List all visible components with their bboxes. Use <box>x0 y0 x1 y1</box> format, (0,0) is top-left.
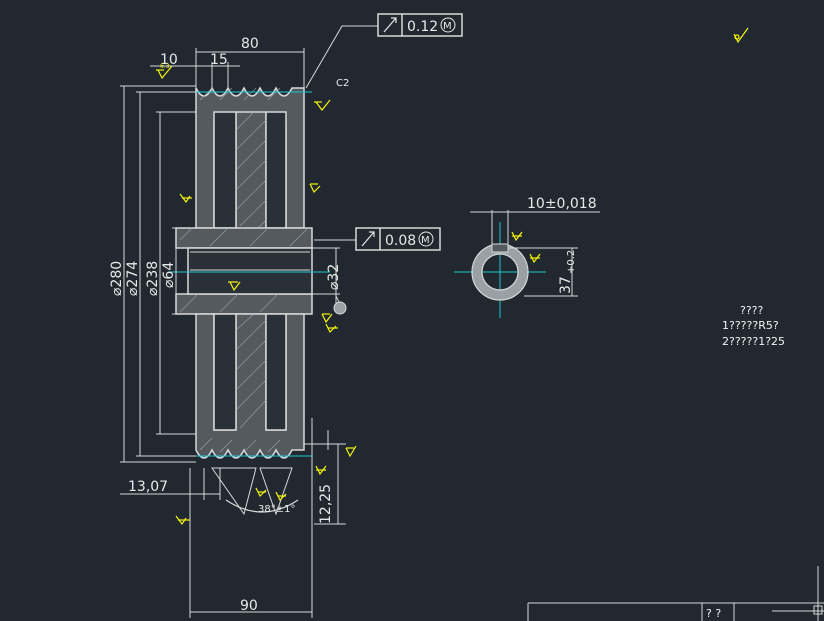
circular-runout-icon <box>383 17 397 33</box>
roughness-icon-left-mid <box>179 193 192 204</box>
title-block-cell: ? ? <box>706 607 721 620</box>
roughness-marks: 6.3 <box>156 27 749 526</box>
dim-groove-12: 12,25 <box>318 484 334 524</box>
upper-web-hatch <box>199 87 281 229</box>
datum-symbol <box>333 295 347 315</box>
keyway-side-view[interactable]: 10±0,018 37 +0.2 <box>454 196 600 318</box>
roughness-icon-bottom-left <box>175 515 190 526</box>
roughness-icon-groove-a <box>255 487 267 498</box>
dim-width-10: 10 <box>160 52 178 68</box>
dim-dia-32: ⌀32 <box>326 264 342 290</box>
roughness-icon-hub-right <box>325 323 338 334</box>
tolerance-modifier-hub: M <box>421 235 430 246</box>
dim-chamfer: C2 <box>336 78 349 89</box>
hub <box>175 227 313 315</box>
tolerance-modifier-top: M <box>443 21 452 32</box>
roughness-icon-bottom-right <box>345 445 357 458</box>
svg-text:6.3: 6.3 <box>160 63 170 70</box>
lower-rim <box>195 313 305 459</box>
dim-groove-13: 13,07 <box>128 479 168 495</box>
dim-angle: 38°±1° <box>258 504 295 515</box>
technical-notes: ???? 1?????R5? 2?????1?25 <box>722 304 785 348</box>
keyway-width-dim: 10±0,018 <box>527 196 597 212</box>
roughness-icon-right-top <box>309 183 321 194</box>
tolerance-frame-top[interactable]: 0.12 M <box>377 13 463 37</box>
dim-dia-280: ⌀280 <box>109 261 125 296</box>
roughness-icon-groove-b <box>275 491 287 502</box>
roughness-icon-mid <box>228 281 241 292</box>
dim-width-90: 90 <box>240 598 258 614</box>
centerlines <box>168 91 330 457</box>
dim-dia-238: ⌀238 <box>145 261 161 296</box>
dim-width-15: 15 <box>210 52 228 68</box>
roughness-icon-keyway-b <box>529 253 541 264</box>
pulley-section-view[interactable] <box>168 86 330 516</box>
notes-line-2: 2?????1?25 <box>722 335 785 348</box>
dim-width-80: 80 <box>241 36 259 52</box>
dim-dia-64: ⌀64 <box>161 262 177 288</box>
groove-angle-lines <box>211 467 293 516</box>
keyway-depth-tol: +0.2 <box>566 250 577 274</box>
tolerance-value-hub: 0.08 <box>385 233 416 249</box>
roughness-icon-bottom-mid <box>315 465 327 476</box>
dim-dia-274: ⌀274 <box>125 261 141 296</box>
lower-web-hatch <box>179 227 309 453</box>
tolerance-value-top: 0.12 <box>407 19 438 35</box>
notes-title: ???? <box>740 304 764 317</box>
keyway-depth-dim: 37 <box>558 276 574 294</box>
roughness-icon-top-left: 6.3 <box>156 63 173 80</box>
roughness-icon-corner <box>733 27 749 44</box>
dimension-lines <box>120 25 378 618</box>
title-block[interactable] <box>527 566 824 621</box>
angle-arc <box>225 499 299 513</box>
tolerance-frame-hub[interactable]: 0.08 M <box>355 227 441 251</box>
upper-rim <box>195 86 305 233</box>
notes-line-1: 1?????R5? <box>722 319 779 332</box>
roughness-icon-top-right <box>314 99 331 111</box>
roughness-icon-hub-small <box>321 313 333 324</box>
roughness-icon-keyway-a <box>511 231 523 242</box>
circular-runout-icon <box>361 231 375 247</box>
